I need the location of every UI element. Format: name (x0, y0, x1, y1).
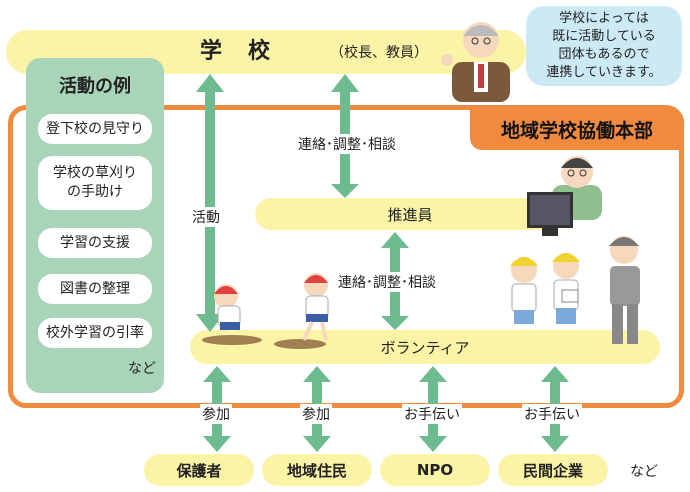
activity-item: 登下校の見守り (38, 114, 152, 144)
coordinator-illustration (527, 156, 602, 236)
group-label: 保護者 (176, 461, 222, 480)
group-jumin: 地域住民 (262, 454, 372, 486)
activity-label: 学習の支援 (60, 234, 130, 251)
group-npo: NPO (380, 454, 490, 486)
bubble-line: 団体もあるので (558, 47, 650, 62)
children-weeding-illustration (202, 273, 329, 349)
label-sanka-2: 参加 (300, 404, 332, 424)
label-otetsudai-2: お手伝い (522, 404, 582, 424)
activity-item: 図書の整理 (38, 274, 152, 304)
group-hogosha: 保護者 (144, 454, 254, 486)
volunteer-label: ボランティア (380, 338, 470, 357)
children-guide-illustration (510, 236, 640, 344)
bubble-line: 学校によっては (559, 10, 649, 26)
activity-label-line: の手助け (67, 184, 123, 200)
speech-bubble: 学校によっては 既に活動している 団体もあるので 連携していきます。 (526, 6, 682, 86)
group-kigyo: 民間企業 (498, 454, 608, 486)
bubble-line: 連携していきます。 (546, 65, 662, 81)
activity-item: 校外学習の引率 (38, 318, 152, 348)
activity-label: 図書の整理 (60, 280, 130, 297)
principal-illustration (441, 22, 510, 102)
label-katsudo: 活動 (190, 207, 222, 227)
activity-item: 学校の草刈り の手助け (38, 156, 152, 210)
group-label: NPO (416, 461, 454, 479)
label-sanka-1: 参加 (200, 404, 232, 424)
label-renraku-top: 連絡･調整･相談 (296, 134, 398, 154)
group-label: 民間企業 (522, 461, 583, 480)
label-renraku-mid: 連絡･調整･相談 (336, 272, 438, 292)
bubble-line: 既に活動している (552, 28, 656, 44)
activities-etc: など (128, 361, 156, 377)
bottom-etc: など (630, 464, 658, 480)
group-label: 地域住民 (286, 461, 347, 480)
suishin-bar: 推進員 (255, 198, 565, 230)
activity-label: 校外学習の引率 (46, 324, 144, 341)
volunteer-bar: ボランティア (190, 330, 660, 364)
school-subtitle: （校長、教員） (330, 45, 428, 61)
suishin-label: 推進員 (387, 205, 433, 224)
hq-title: 地域学校協働本部 (470, 108, 684, 150)
activity-label: 登下校の見守り (46, 120, 144, 137)
arrow-katsudo (196, 74, 224, 332)
activities-title: 活動の例 (59, 76, 131, 97)
activity-label-line: 学校の草刈り (53, 165, 137, 182)
school-title: 学校 (200, 39, 297, 64)
label-otetsudai-1: お手伝い (402, 404, 462, 424)
activity-item: 学習の支援 (38, 228, 152, 258)
